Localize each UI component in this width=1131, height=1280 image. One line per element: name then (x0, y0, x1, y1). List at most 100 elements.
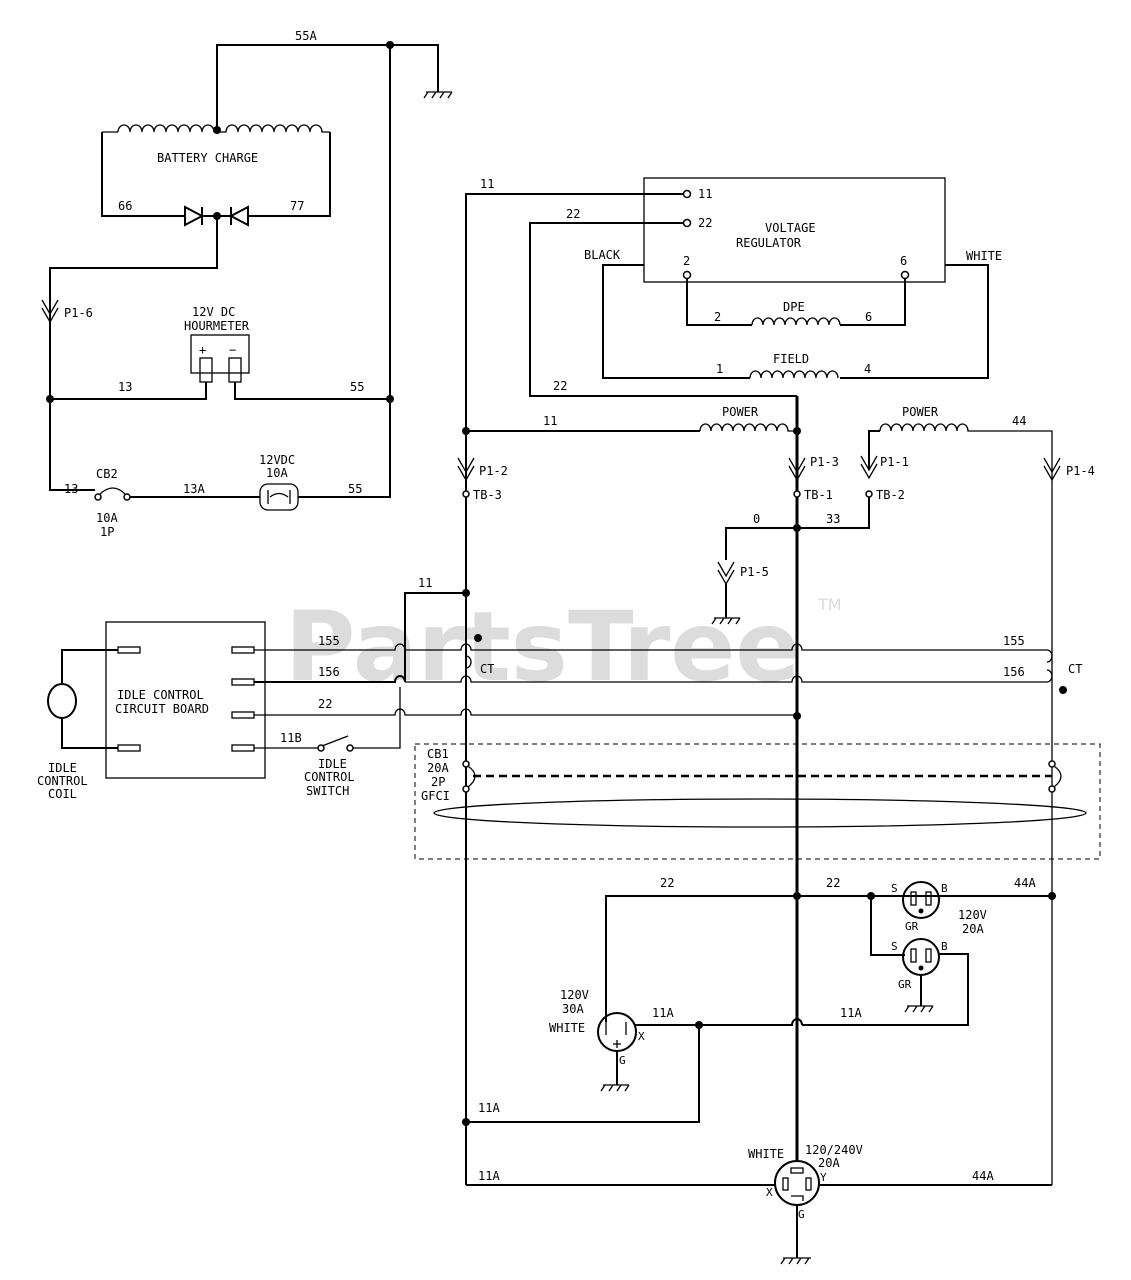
watermark-tm: TM (817, 595, 842, 614)
battery-charge-winding (101, 124, 331, 217)
svg-text:B: B (941, 882, 948, 895)
svg-text:−: − (229, 343, 236, 357)
svg-text:156: 156 (318, 665, 340, 679)
watermark: PartsTree (285, 591, 800, 703)
wire-label-11b: 11B (280, 731, 302, 745)
hourmeter-label-2: HOURMETER (184, 319, 250, 333)
circuit-breaker-cb1-gfci (414, 743, 1101, 860)
svg-text:2: 2 (683, 254, 690, 268)
svg-text:120V: 120V (958, 908, 987, 922)
svg-text:SWITCH: SWITCH (306, 784, 349, 798)
svg-text:11A: 11A (478, 1101, 500, 1115)
wire-label-55: 55 (350, 380, 364, 394)
svg-text:4: 4 (864, 362, 871, 376)
svg-text:CT: CT (1068, 662, 1082, 676)
wire-label-11-power: 11 (543, 414, 557, 428)
svg-text:IDLE: IDLE (48, 761, 77, 775)
dpe-label: DPE (783, 300, 805, 314)
svg-text:11: 11 (698, 187, 712, 201)
receptacle-120v-30a (597, 1012, 637, 1092)
wire-label-13a: 13A (183, 482, 205, 496)
field-winding (749, 370, 839, 379)
circuit-breaker-cb2 (94, 487, 131, 501)
svg-text:CONTROL: CONTROL (304, 770, 355, 784)
wire-label-11-ct: 11 (418, 576, 432, 590)
wire-label-33: 33 (826, 512, 840, 526)
wire-label-11-top: 11 (480, 177, 494, 191)
receptacle-120-240v-20a (774, 1160, 820, 1206)
battery-charge-label: BATTERY CHARGE (157, 151, 258, 165)
idle-control-circuit-board: IDLE CONTROL CIRCUIT BOARD (105, 621, 266, 779)
svg-text:CONTROL: CONTROL (37, 774, 88, 788)
svg-text:120V: 120V (560, 988, 589, 1002)
svg-text:WHITE: WHITE (549, 1021, 585, 1035)
svg-text:CIRCUIT BOARD: CIRCUIT BOARD (115, 702, 209, 716)
wire-label-77: 77 (290, 199, 304, 213)
svg-text:2P: 2P (431, 775, 445, 789)
idle-control-coil (47, 649, 118, 749)
battery-charge-circuit: 55A BATTERY CHARGE 66 77 P1-6 + − (41, 29, 453, 539)
hourmeter-label-1: 12V DC (192, 305, 235, 319)
svg-text:CT: CT (480, 662, 494, 676)
wire-label-22-top: 22 (566, 207, 580, 221)
diode-left (184, 205, 217, 227)
svg-text:G: G (798, 1208, 805, 1221)
svg-text:20A: 20A (818, 1156, 840, 1170)
svg-text:22: 22 (826, 876, 840, 890)
wire-label-66: 66 (118, 199, 132, 213)
svg-text:22: 22 (660, 876, 674, 890)
svg-text:GR: GR (898, 978, 912, 991)
svg-text:6: 6 (865, 310, 872, 324)
wire-label-44: 44 (1012, 414, 1026, 428)
svg-text:P1-1: P1-1 (880, 455, 909, 469)
svg-text:120/240V: 120/240V (805, 1143, 863, 1157)
connector-p1-6: P1-6 (64, 306, 93, 320)
svg-text:S: S (891, 940, 898, 953)
wire-label-55a: 55A (295, 29, 317, 43)
svg-text:X: X (638, 1030, 645, 1043)
svg-text:2: 2 (714, 310, 721, 324)
svg-text:155: 155 (1003, 634, 1025, 648)
receptacle-120v-20a (802, 881, 969, 1026)
svg-text:S: S (891, 882, 898, 895)
svg-text:11A: 11A (478, 1169, 500, 1183)
svg-text:IDLE CONTROL: IDLE CONTROL (117, 688, 204, 702)
voltage-regulator: VOLTAGE REGULATOR 11 22 2 6 (643, 177, 946, 283)
svg-text:TB-2: TB-2 (876, 488, 905, 502)
svg-text:X: X (766, 1186, 773, 1199)
svg-text:WHITE: WHITE (748, 1147, 784, 1161)
hourmeter: + − (190, 334, 250, 383)
svg-text:REGULATOR: REGULATOR (736, 236, 802, 250)
idle-control-switch[interactable] (317, 735, 354, 752)
svg-text:P1-5: P1-5 (740, 565, 769, 579)
cb2-rating-1: 10A (96, 511, 118, 525)
svg-text:GR: GR (905, 920, 919, 933)
wire-label-black: BLACK (584, 248, 621, 262)
svg-text:44A: 44A (1014, 876, 1036, 890)
power-left-label: POWER (722, 405, 759, 419)
wire-label-0: 0 (753, 512, 760, 526)
wire-label-22-left: 22 (553, 379, 567, 393)
svg-text:TB-1: TB-1 (804, 488, 833, 502)
svg-text:B: B (941, 940, 948, 953)
wire-label-22-ct: 22 (318, 697, 332, 711)
svg-text:156: 156 (1003, 665, 1025, 679)
svg-text:GFCI: GFCI (421, 789, 450, 803)
cb2-label: CB2 (96, 467, 118, 481)
svg-text:P1-4: P1-4 (1066, 464, 1095, 478)
svg-text:TB-3: TB-3 (473, 488, 502, 502)
svg-text:IDLE: IDLE (318, 757, 347, 771)
field-label: FIELD (773, 352, 809, 366)
svg-text:P1-2: P1-2 (479, 464, 508, 478)
power-winding-right (879, 423, 1053, 1185)
svg-text:155: 155 (318, 634, 340, 648)
svg-text:11A: 11A (652, 1006, 674, 1020)
svg-text:44A: 44A (972, 1169, 994, 1183)
svg-text:P1-3: P1-3 (810, 455, 839, 469)
svg-text:30A: 30A (562, 1002, 584, 1016)
wire-label-55b: 55 (348, 482, 362, 496)
power-winding-left (699, 423, 797, 432)
svg-text:+: + (199, 343, 206, 357)
wire-label-13b: 13 (64, 482, 78, 496)
